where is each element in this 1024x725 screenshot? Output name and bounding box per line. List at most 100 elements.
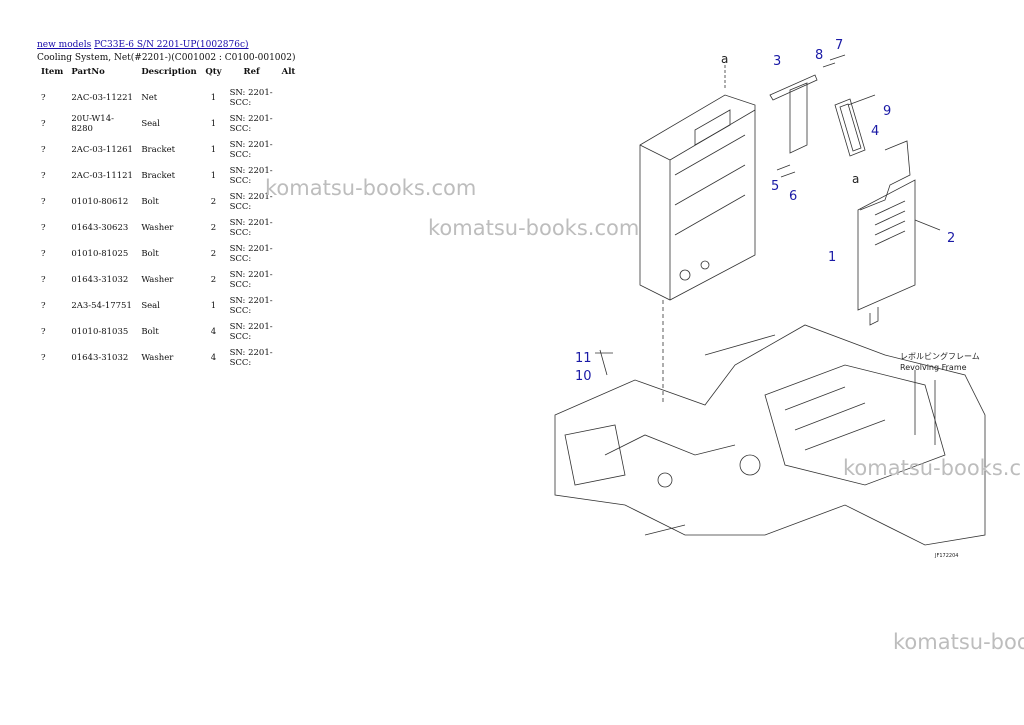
cell-qty: 4	[210, 353, 217, 363]
frame-label-jp: レボルビングフレーム	[900, 351, 980, 361]
breadcrumb: new models PC33E-6 S/N 2201-UP(1002876c)	[37, 40, 249, 50]
ref-scc: SCC:	[229, 280, 252, 290]
cell-alt	[278, 345, 304, 371]
cell-ref: SN: 2201-SCC:	[226, 215, 278, 241]
cell-partno: 01010-81025	[71, 249, 129, 259]
callout-10: 10	[575, 369, 592, 384]
figure-code: JF172204	[934, 553, 958, 559]
marker-a-side: a	[852, 172, 859, 186]
cell-description: Bolt	[141, 249, 159, 259]
cell-alt	[278, 241, 304, 267]
cell-partno: 2A3-54-17751	[71, 301, 132, 311]
ref-scc: SCC:	[229, 228, 252, 238]
cell-qty: 2	[210, 275, 217, 285]
table-row: ? 01010-81025 Bolt 2 SN: 2201-SCC:	[37, 241, 304, 267]
cell-description: Washer	[141, 223, 174, 233]
cell-partno: 2AC-03-11261	[71, 145, 133, 155]
cell-qty: 2	[210, 197, 217, 207]
ref-scc: SCC:	[229, 332, 252, 342]
callout-5: 5	[771, 179, 779, 194]
cell-qty: 1	[210, 171, 217, 181]
callout-11: 11	[575, 351, 592, 366]
ref-sn: SN: 2201-	[229, 88, 273, 98]
cell-partno: 01643-31032	[71, 275, 129, 285]
watermark-text: komatsu-boo	[893, 630, 1024, 654]
cell-item: ?	[41, 249, 46, 259]
frame-label-en: Revolving Frame	[900, 363, 967, 372]
cell-alt	[278, 293, 304, 319]
breadcrumb-link-models[interactable]: new models	[37, 40, 92, 50]
cell-qty: 1	[210, 145, 217, 155]
ref-scc: SCC:	[229, 124, 252, 134]
cell-alt	[278, 319, 304, 345]
cell-qty: 2	[210, 249, 217, 259]
cell-qty: 1	[210, 301, 217, 311]
callout-1: 1	[828, 250, 836, 265]
cell-ref: SN: 2201-SCC:	[226, 85, 278, 111]
ref-sn: SN: 2201-	[229, 296, 273, 306]
callout-9: 9	[883, 104, 891, 119]
table-row: ? 01010-81035 Bolt 4 SN: 2201-SCC:	[37, 319, 304, 345]
table-row: ? 2A3-54-17751 Seal 1 SN: 2201-SCC:	[37, 293, 304, 319]
ref-sn: SN: 2201-	[229, 166, 273, 176]
callout-4: 4	[871, 124, 879, 139]
cell-description: Bracket	[141, 145, 176, 155]
cell-partno: 01010-80612	[71, 197, 129, 207]
ref-scc: SCC:	[229, 254, 252, 264]
cell-alt	[278, 137, 304, 163]
cell-item: ?	[41, 171, 46, 181]
cell-ref: SN: 2201-SCC:	[226, 241, 278, 267]
cell-ref: SN: 2201-SCC:	[226, 137, 278, 163]
ref-scc: SCC:	[229, 176, 252, 186]
table-row: ? 2AC-03-11221 Net 1 SN: 2201-SCC:	[37, 85, 304, 111]
callout-2: 2	[947, 231, 955, 246]
col-partno: PartNo	[71, 67, 105, 77]
col-ref: Ref	[243, 67, 260, 77]
cell-item: ?	[41, 353, 46, 363]
parts-table-body: ? 2AC-03-11221 Net 1 SN: 2201-SCC: ? 20U…	[37, 85, 304, 371]
cell-alt	[278, 85, 304, 111]
cell-alt	[278, 215, 304, 241]
callout-6: 6	[789, 189, 797, 204]
ref-sn: SN: 2201-	[229, 140, 273, 150]
ref-scc: SCC:	[229, 202, 252, 212]
cell-qty: 1	[210, 119, 217, 129]
table-header-row: Item PartNo Description Qty Ref Alt	[37, 66, 304, 85]
cell-ref: SN: 2201-SCC:	[226, 319, 278, 345]
table-row: ? 01643-31032 Washer 4 SN: 2201-SCC:	[37, 345, 304, 371]
cell-item: ?	[41, 145, 46, 155]
breadcrumb-link-machine[interactable]: PC33E-6 S/N 2201-UP(1002876c)	[94, 40, 249, 50]
cell-item: ?	[41, 275, 46, 285]
ref-scc: SCC:	[229, 306, 252, 316]
ref-sn: SN: 2201-	[229, 270, 273, 280]
cell-item: ?	[41, 301, 46, 311]
cell-description: Seal	[141, 301, 160, 311]
cell-description: Washer	[141, 275, 174, 285]
table-row: ? 2AC-03-11121 Bracket 1 SN: 2201-SCC:	[37, 163, 304, 189]
table-row: ? 2AC-03-11261 Bracket 1 SN: 2201-SCC:	[37, 137, 304, 163]
cell-qty: 2	[210, 223, 217, 233]
cell-alt	[278, 111, 304, 137]
page-subtitle: Cooling System, Net(#2201-)(C001002 : C0…	[37, 53, 296, 63]
parts-table: Item PartNo Description Qty Ref Alt ? 2A…	[37, 66, 304, 371]
ref-sn: SN: 2201-	[229, 322, 273, 332]
col-alt: Alt	[281, 67, 296, 77]
watermark-text: komatsu-books.c	[843, 456, 1021, 480]
cell-description: Bracket	[141, 171, 176, 181]
ref-sn: SN: 2201-	[229, 244, 273, 254]
cell-qty: 4	[210, 327, 217, 337]
cell-description: Seal	[141, 119, 160, 129]
col-qty: Qty	[205, 67, 222, 77]
ref-scc: SCC:	[229, 98, 252, 108]
cell-ref: SN: 2201-SCC:	[226, 111, 278, 137]
cell-description: Bolt	[141, 197, 159, 207]
cell-ref: SN: 2201-SCC:	[226, 189, 278, 215]
table-row: ? 01643-30623 Washer 2 SN: 2201-SCC:	[37, 215, 304, 241]
cell-item: ?	[41, 119, 46, 129]
cell-ref: SN: 2201-SCC:	[226, 293, 278, 319]
ref-scc: SCC:	[229, 358, 252, 368]
ref-sn: SN: 2201-	[229, 348, 273, 358]
ref-scc: SCC:	[229, 150, 252, 160]
diagram-linework	[554, 54, 986, 546]
